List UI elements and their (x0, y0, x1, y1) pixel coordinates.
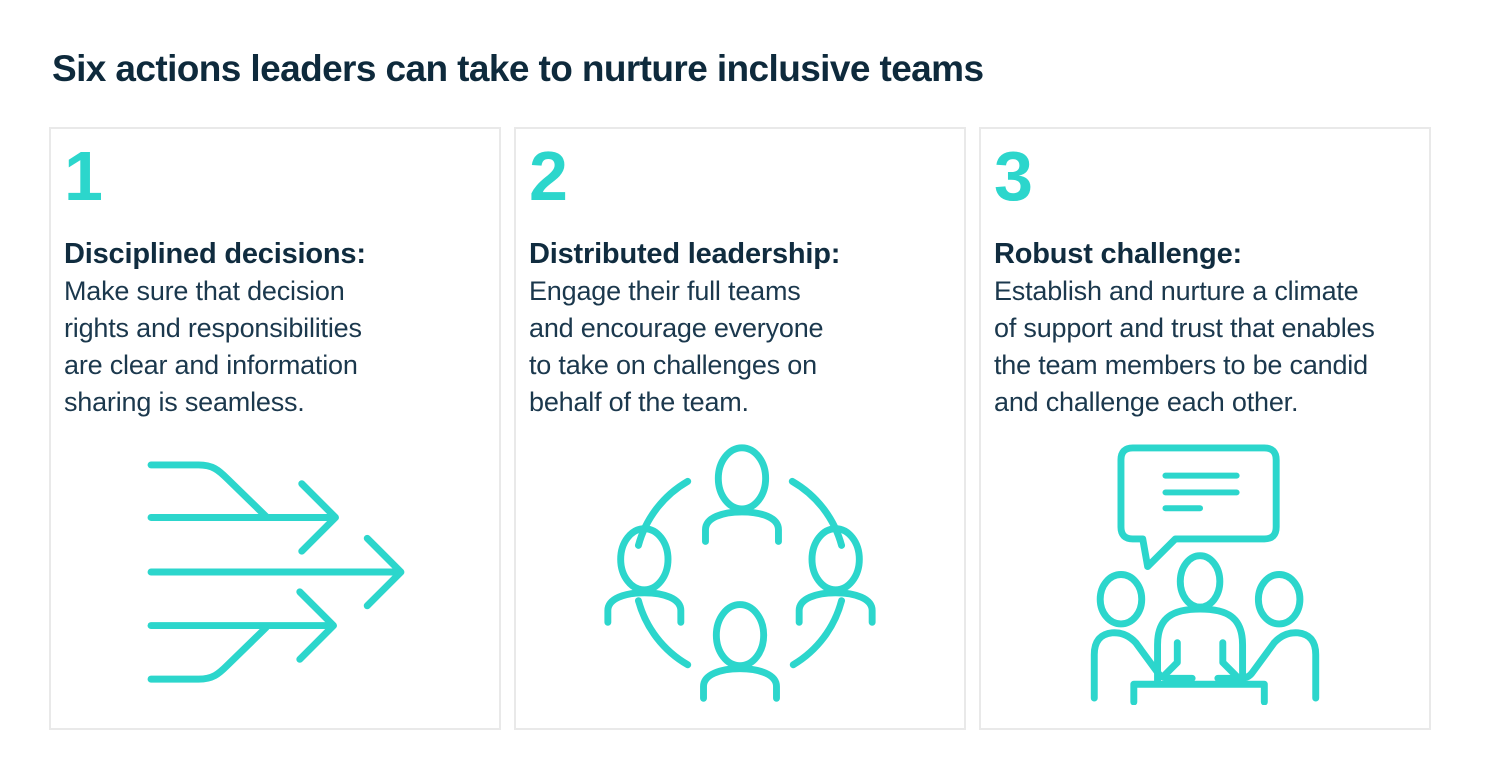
body-line: to take on challenges on (529, 350, 817, 380)
body-line: behalf of the team. (529, 387, 749, 417)
body-line: Engage their full teams (529, 276, 801, 306)
card-number: 1 (64, 137, 103, 215)
body-line: the team members to be candid (994, 350, 1368, 380)
card-robust-challenge: 3 Robust challenge: Establish and nurtur… (979, 127, 1431, 730)
card-number: 3 (994, 137, 1033, 215)
card-title: Disciplined decisions: (64, 238, 366, 270)
body-line: Make sure that decision (64, 276, 345, 306)
card-title: Robust challenge: (994, 238, 1242, 270)
discussion-table-icon (1085, 443, 1325, 705)
body-line: rights and responsibilities (64, 313, 362, 343)
card-number: 2 (529, 137, 568, 215)
card-body: Engage their full teams and encourage ev… (529, 273, 951, 421)
card-disciplined-decisions: 1 Disciplined decisions: Make sure that … (49, 127, 501, 730)
cards-row: 1 Disciplined decisions: Make sure that … (49, 127, 1431, 730)
team-circle-icon (597, 442, 883, 710)
card-body: Make sure that decision rights and respo… (64, 273, 486, 421)
page-title: Six actions leaders can take to nurture … (52, 48, 984, 89)
merging-arrows-icon (141, 455, 409, 695)
card-title: Distributed leadership: (529, 238, 841, 270)
body-line: and challenge each other. (994, 387, 1299, 417)
body-line: sharing is seamless. (64, 387, 305, 417)
card-body: Establish and nurture a climate of suppo… (994, 273, 1416, 421)
card-distributed-leadership: 2 Distributed leadership: Engage their f… (514, 127, 966, 730)
body-line: of support and trust that enables (994, 313, 1375, 343)
body-line: and encourage everyone (529, 313, 824, 343)
body-line: Establish and nurture a climate (994, 276, 1359, 306)
body-line: are clear and information (64, 350, 358, 380)
